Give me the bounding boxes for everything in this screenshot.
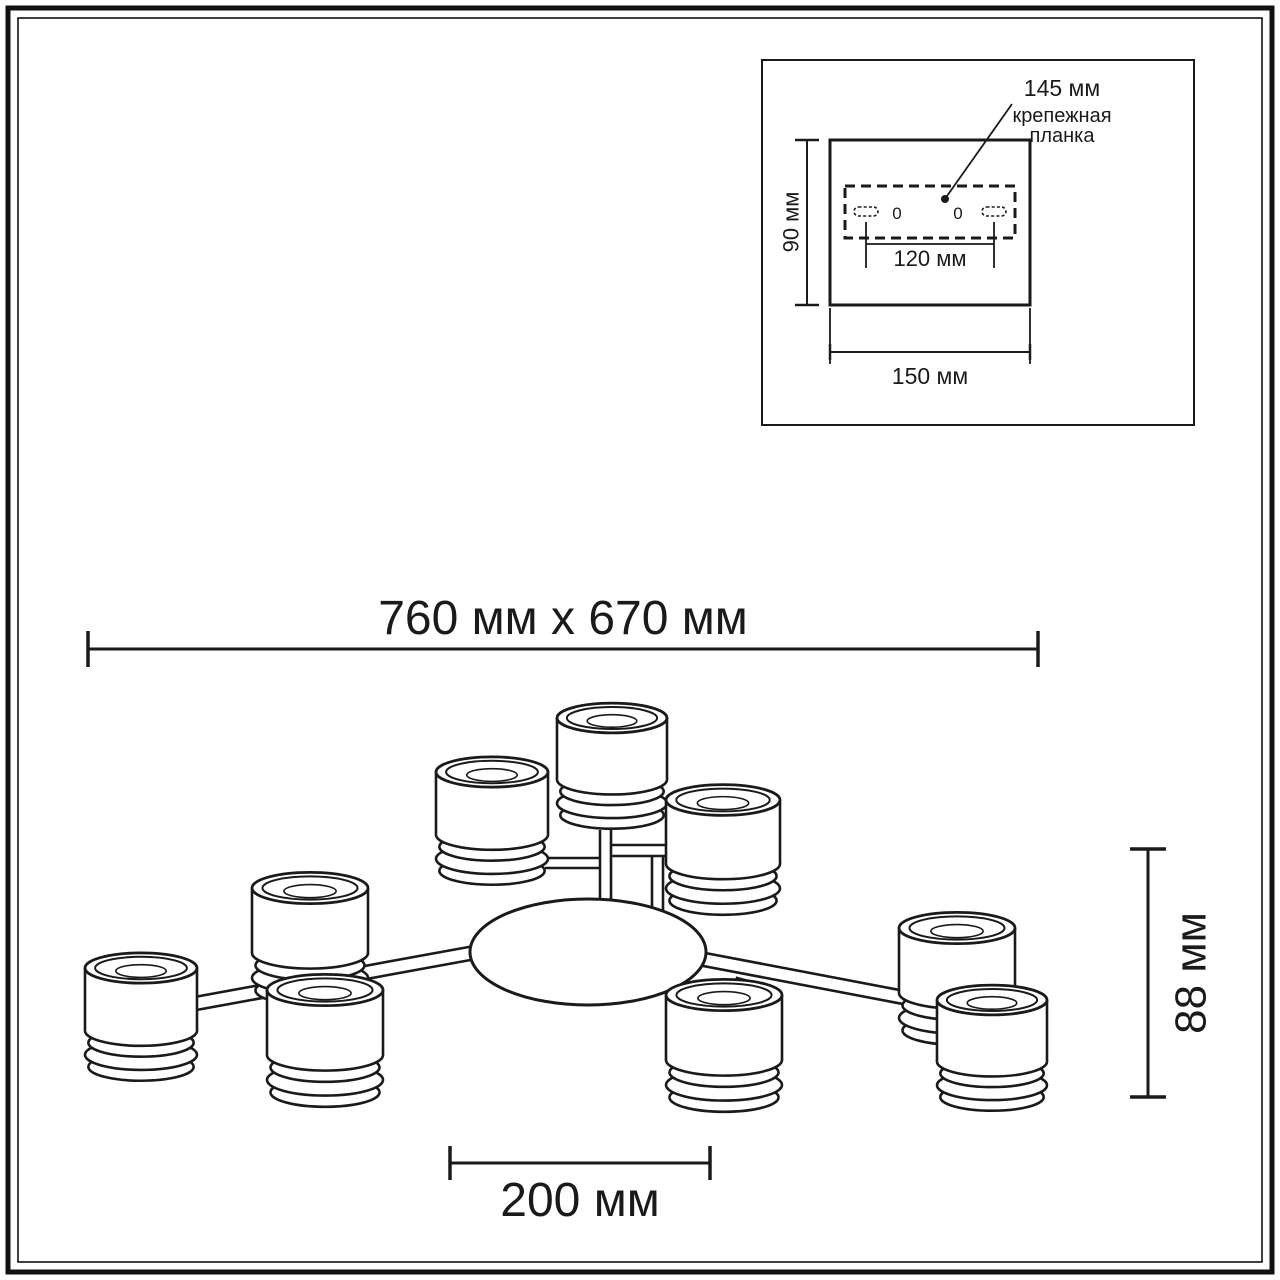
shades-layer [83, 701, 1049, 1114]
slot-hole-right [981, 206, 1007, 217]
lamp-shade [935, 983, 1049, 1113]
dim-fixture-height-label: 88 мм [1166, 912, 1215, 1034]
dim-shade-size-label: 200 мм [500, 1174, 659, 1227]
dim-shade-size [448, 1146, 712, 1180]
chandelier-drawing [83, 701, 1049, 1114]
hole-marker-right: 0 [953, 204, 962, 223]
inner-frame [17, 17, 1263, 1263]
dim-fixture-height [1130, 847, 1166, 1099]
callout-note-line2: планка [1030, 125, 1096, 147]
dim-hole-spacing [865, 222, 995, 268]
callout-mounting-bar: 145 мм крепежная планка [941, 75, 1112, 203]
dim-plate-width [828, 308, 1032, 364]
lamp-shade [83, 951, 199, 1083]
dim-plate-height [795, 138, 819, 307]
callout-note-line1: крепежная [1012, 105, 1111, 127]
dim-overall-label: 760 мм x 670 мм [378, 592, 748, 645]
hole-marker-left: 0 [892, 204, 901, 223]
dim-plate-width-label: 150 мм [892, 363, 968, 389]
lamp-shade [664, 977, 784, 1114]
canopy [468, 897, 708, 1007]
ceiling-plate-outline [828, 138, 1032, 307]
dim-hole-spacing-label: 120 мм [893, 246, 966, 271]
dim-overall-width [86, 631, 1040, 667]
slot-hole-left [853, 206, 879, 217]
dim-plate-height-label: 90 мм [779, 192, 804, 253]
lamp-shade [265, 972, 385, 1109]
lamp-shade [434, 755, 550, 887]
mounting-bar-dashed [843, 184, 1017, 240]
inset-mounting-diagram: 0 0 145 мм крепежная планка 90 мм 120 мм [761, 59, 1195, 426]
lamp-shade [555, 701, 669, 831]
callout-leader-dot [941, 195, 949, 203]
callout-leader-line [946, 103, 1013, 197]
callout-dimension-label: 145 мм [1024, 75, 1100, 101]
lamp-shade [664, 783, 782, 917]
